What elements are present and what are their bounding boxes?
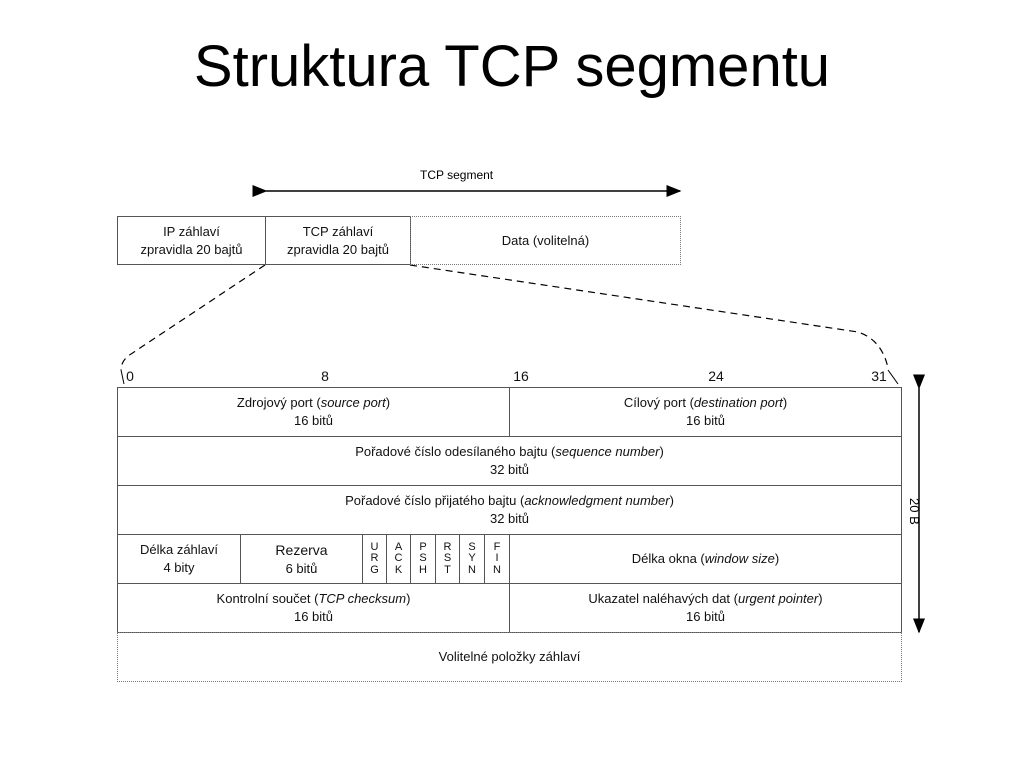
bit-label-31: 31 xyxy=(871,368,887,384)
tick-right xyxy=(887,369,899,385)
sequence-number-size: 32 bitů xyxy=(489,462,530,477)
bit-label-16: 16 xyxy=(513,368,529,384)
options-field: Volitelné položky záhlaví xyxy=(117,632,902,682)
urgent-pointer-field: Ukazatel naléhavých dat (urgent pointer)… xyxy=(509,583,902,633)
data-box: Data (volitelná) xyxy=(410,216,681,265)
window-size-name: Délka okna (window size) xyxy=(631,551,780,567)
reserved-field: Rezerva 6 bitů xyxy=(240,534,363,584)
bit-label-24: 24 xyxy=(708,368,724,384)
bit-label-8: 8 xyxy=(321,368,329,384)
destination-port-name: Cílový port (destination port) xyxy=(623,395,788,411)
checksum-field: Kontrolní součet (TCP checksum) 16 bitů xyxy=(117,583,510,633)
window-size-field: Délka okna (window size) xyxy=(509,534,902,584)
source-port-name: Zdrojový port (source port) xyxy=(236,395,391,411)
header-length-name: Délka záhlaví xyxy=(139,542,219,558)
urgent-pointer-size: 16 bitů xyxy=(685,609,726,624)
ack-number-field: Pořadové číslo přijatého bajtu (acknowle… xyxy=(117,485,902,535)
page-title: Struktura TCP segmentu xyxy=(193,34,831,99)
segment-label: TCP segment xyxy=(420,168,494,182)
ip-header-line1: IP záhlaví xyxy=(163,223,220,239)
expand-line-right xyxy=(409,264,889,369)
reserved-name: Rezerva xyxy=(275,541,328,558)
checksum-name: Kontrolní součet (TCP checksum) xyxy=(216,591,411,607)
tcp-header-line2: zpravidla 20 bajtů xyxy=(287,241,389,257)
sequence-number-field: Pořadové číslo odesílaného bajtu (sequen… xyxy=(117,436,902,486)
ack-number-name: Pořadové číslo přijatého bajtu (acknowle… xyxy=(345,493,674,509)
header-length-field: Délka záhlaví 4 bity xyxy=(117,534,241,584)
tcp-header-line1: TCP záhlaví xyxy=(302,223,374,239)
data-label: Data (volitelná) xyxy=(501,232,590,248)
size-label: 20 B xyxy=(907,498,922,525)
urgent-pointer-name: Ukazatel naléhavých dat (urgent pointer) xyxy=(588,591,823,607)
tcp-header-box: TCP záhlaví zpravidla 20 bajtů xyxy=(265,216,411,265)
ack-number-size: 32 bitů xyxy=(489,511,530,526)
bit-label-0: 0 xyxy=(126,368,134,384)
destination-port-size: 16 bitů xyxy=(685,413,726,428)
expand-line-left xyxy=(120,264,266,371)
sequence-number-name: Pořadové číslo odesílaného bajtu (sequen… xyxy=(355,444,664,460)
header-length-size: 4 bity xyxy=(163,560,195,575)
source-port-size: 16 bitů xyxy=(293,413,334,428)
reserved-size: 6 bitů xyxy=(285,560,318,576)
checksum-size: 16 bitů xyxy=(293,609,334,624)
destination-port-field: Cílový port (destination port) 16 bitů xyxy=(509,387,902,437)
ip-header-box: IP záhlaví zpravidla 20 bajtů xyxy=(117,216,266,265)
source-port-field: Zdrojový port (source port) 16 bitů xyxy=(117,387,510,437)
ip-header-line2: zpravidla 20 bajtů xyxy=(140,241,243,257)
options-name: Volitelné položky záhlaví xyxy=(438,649,581,665)
tick-left xyxy=(120,369,125,385)
